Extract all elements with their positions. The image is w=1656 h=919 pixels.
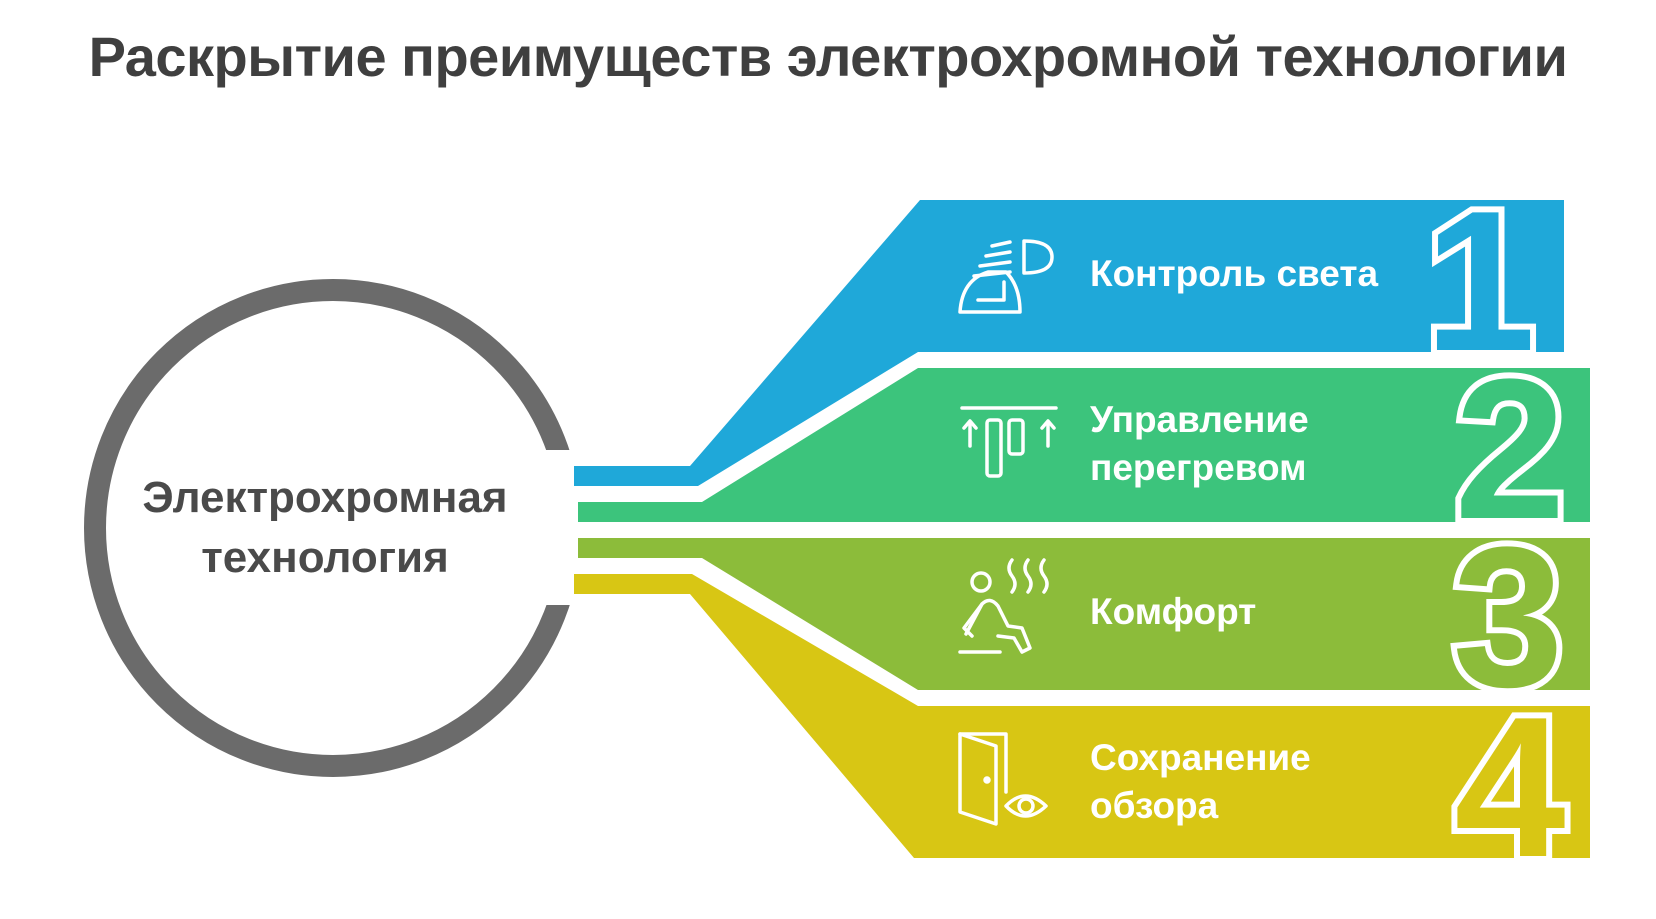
item-number-2: 2 [1454, 338, 1565, 561]
door-eye-icon [958, 732, 1048, 826]
band-1 [574, 200, 1564, 486]
band-3 [578, 538, 1590, 690]
item-label-1-line1: Контроль света [1090, 253, 1379, 294]
item-number-3: 3 [1452, 506, 1563, 729]
heat-shield-icon [960, 406, 1058, 478]
center-label: Электрохромная технология [90, 468, 560, 588]
headlight-icon [958, 239, 1054, 314]
center-label-line1: Электрохромная [142, 473, 508, 522]
item-number-4: 4 [1454, 676, 1565, 899]
item-label-4-line1: Сохранение [1090, 737, 1311, 778]
band-2 [578, 368, 1590, 522]
item-label-4-line2: обзора [1090, 785, 1219, 826]
item-number-1: 1 [1424, 170, 1535, 393]
band-4 [574, 574, 1590, 858]
person-relaxing-heat-icon [958, 558, 1049, 654]
item-label-3-line1: Комфорт [1090, 591, 1257, 632]
item-label-4: Сохранение обзора [1090, 734, 1390, 830]
item-label-1: Контроль света [1090, 250, 1390, 298]
item-label-2-line1: Управление [1090, 399, 1309, 440]
center-label-line2: технология [201, 533, 449, 582]
page-title: Раскрытие преимуществ электрохромной тех… [88, 25, 1568, 88]
item-label-3: Комфорт [1090, 588, 1390, 636]
item-label-2-line2: перегревом [1090, 447, 1307, 488]
item-label-2: Управление перегревом [1090, 396, 1390, 492]
